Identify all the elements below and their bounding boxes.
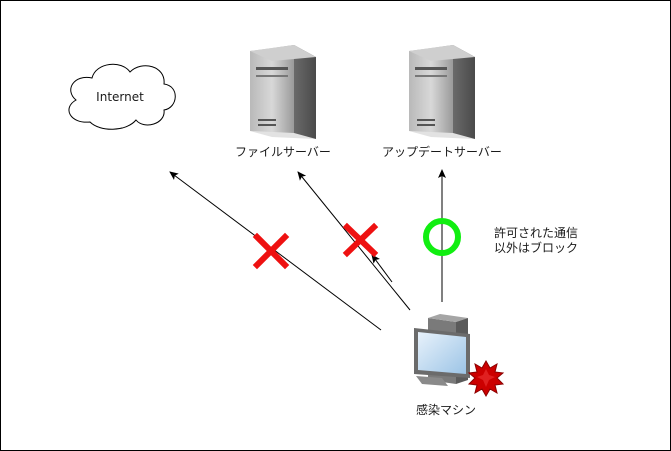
arrow-stub-file-server <box>371 254 393 283</box>
arrow-to-file-server <box>297 171 411 311</box>
red-x-icon <box>342 222 379 258</box>
update-server-label: アップデートサーバー <box>382 145 502 159</box>
policy-note-line-2: 以外はブロック <box>494 241 579 255</box>
policy-note-line-1: 許可された通信 <box>494 226 579 240</box>
cloud-icon <box>68 63 176 130</box>
file-server-label: ファイルサーバー <box>235 145 331 159</box>
internet-label: Internet <box>96 90 144 104</box>
arrow-to-internet <box>169 171 382 331</box>
policy-note: 許可された通信 以外はブロック <box>494 226 578 256</box>
computer-icon <box>414 314 470 386</box>
server-icon <box>250 45 316 139</box>
server-icon <box>409 45 475 139</box>
infected-machine-label: 感染マシン <box>415 403 477 417</box>
virus-burst-icon <box>467 359 505 398</box>
red-x-icon <box>252 232 290 270</box>
green-circle-icon <box>423 218 461 256</box>
